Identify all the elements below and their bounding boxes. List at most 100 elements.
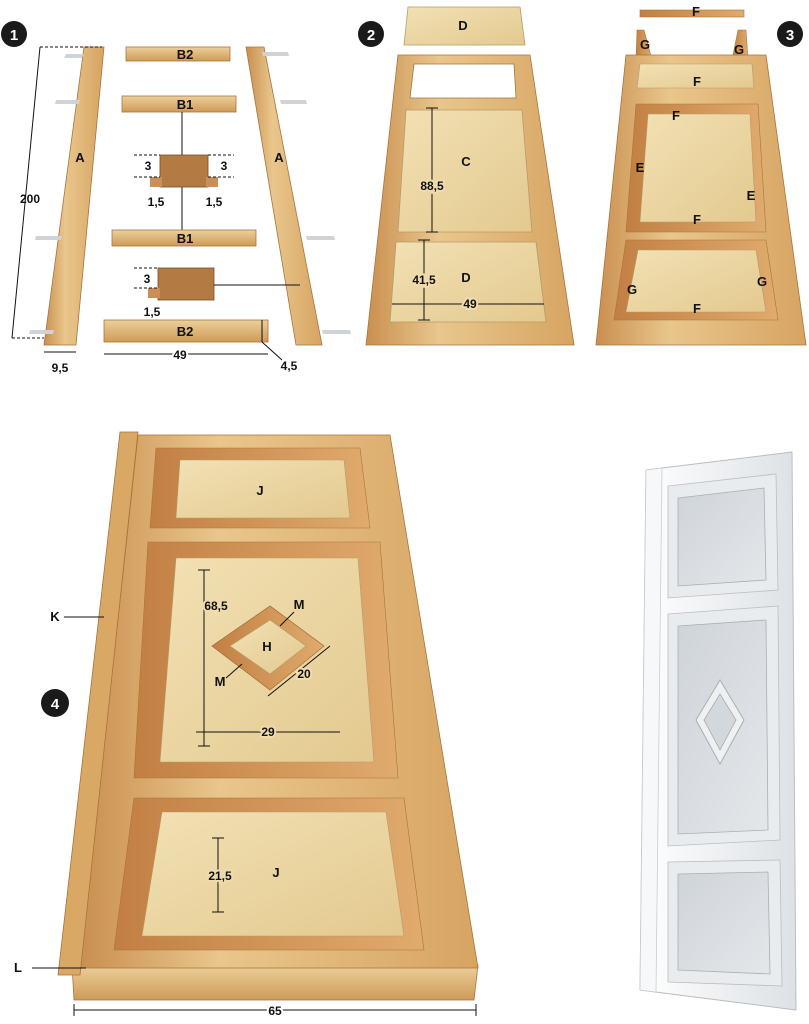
dim-d-height: 41,5 (412, 273, 436, 287)
step-badge-2 (358, 21, 384, 47)
label-m-top: M (294, 597, 305, 612)
step-number-1: 1 (10, 27, 18, 44)
panel-d-top (403, 6, 526, 46)
panel-d-bottom (389, 241, 547, 323)
label-d-bottom: D (461, 270, 470, 285)
label-e-left: E (636, 160, 645, 175)
dim-rail-length: 49 (173, 348, 187, 362)
label-b2-top: B2 (177, 47, 194, 62)
label-l: L (14, 960, 22, 975)
dowel (35, 236, 62, 240)
edge-strip-k (57, 431, 139, 976)
panel-middle-step-3 (639, 113, 757, 223)
label-g-lower-left: G (627, 282, 637, 297)
label-b2-bottom: B2 (177, 324, 194, 339)
step-badge-4 (41, 689, 69, 717)
label-f-panel-bottom: F (693, 212, 701, 227)
panel-top-step-3 (636, 63, 755, 89)
dim-rail-thick: 4,5 (281, 359, 298, 373)
step-4: 4 J H M M 20 68,5 29 J (14, 431, 479, 1020)
dim-height: 200 (20, 192, 40, 206)
dim-lip-right: 1,5 (206, 195, 223, 209)
white-panel-bottom (677, 871, 771, 975)
label-j-top: J (256, 483, 263, 498)
label-e-right: E (747, 188, 756, 203)
dowel (306, 236, 335, 240)
label-f-top: F (692, 4, 700, 19)
label-c: C (461, 154, 471, 169)
dim-tongue-depth: 3 (144, 272, 151, 286)
label-g-left: G (640, 37, 650, 52)
section-lip (150, 177, 162, 187)
rail-b2-top (125, 46, 231, 62)
base-board-l (71, 964, 479, 1001)
label-b1-bottom: B1 (177, 231, 194, 246)
dim-diamond: 20 (297, 667, 311, 681)
dim-line-diamond (267, 645, 331, 697)
leader-m-bottom (225, 663, 243, 679)
leader-m-top (279, 611, 295, 627)
label-g-lower-right: G (757, 274, 767, 289)
dim-tongue-lip: 1,5 (144, 305, 161, 319)
panel-j-bottom (141, 811, 405, 937)
label-h: H (262, 639, 271, 654)
dim-line-height (11, 46, 41, 339)
dowel (29, 330, 54, 334)
stile-a-left (43, 46, 105, 346)
dim-stile-width: 9,5 (52, 361, 69, 375)
rail-b1-top (121, 95, 237, 113)
label-f-panel-top: F (672, 108, 680, 123)
dim-width: 49 (463, 297, 477, 311)
step-3: 3 F G G F F E E F G G F (595, 4, 807, 346)
label-a-right: A (274, 150, 284, 165)
white-panel-top (677, 487, 767, 587)
panel-j-top (175, 459, 351, 519)
panel-c (397, 109, 533, 233)
dowel (322, 330, 351, 334)
section-lip (206, 177, 218, 187)
white-door-edge (639, 467, 663, 993)
rail-b1-bottom (111, 229, 257, 247)
stile-a-right (245, 46, 323, 346)
dowel (64, 54, 84, 58)
dim-c-height: 88,5 (420, 179, 444, 193)
step-badge-3 (777, 21, 803, 47)
label-f-upper: F (693, 74, 701, 89)
rail-section-tongued (157, 267, 215, 301)
step-number-2: 2 (367, 27, 375, 44)
dim-leader (261, 341, 283, 361)
dim-total-width: 65 (268, 1004, 282, 1018)
label-d-top: D (458, 18, 467, 33)
rail-section-grooved (159, 154, 209, 188)
dim-lip-left: 1,5 (148, 195, 165, 209)
label-g-right: G (734, 42, 744, 57)
label-m-bottom: M (215, 674, 226, 689)
rail-b2-bottom (103, 319, 269, 343)
dim-groove-left: 3 (145, 159, 152, 173)
molding-f-top (639, 9, 745, 18)
step-2: 2 D C D 88,5 41,5 49 (358, 6, 575, 346)
dim-groove-right: 3 (221, 159, 228, 173)
dowel (262, 52, 289, 56)
label-b1-top: B1 (177, 97, 194, 112)
dim-middle-height: 68,5 (204, 599, 228, 613)
dim-lower-height: 21,5 (208, 869, 232, 883)
finished-door (639, 451, 797, 1011)
label-a-left: A (75, 150, 85, 165)
white-diamond-panel (703, 693, 737, 751)
dim-middle-width: 29 (261, 725, 275, 739)
panel-lower-step-3 (625, 249, 767, 313)
dowel (280, 100, 307, 104)
dowel (55, 100, 80, 104)
top-opening (409, 63, 517, 99)
label-f-lower: F (693, 301, 701, 316)
step-number-4: 4 (51, 696, 60, 713)
section-tongue (148, 288, 160, 298)
diamond-panel-h (229, 619, 307, 675)
step-badge-1 (1, 21, 27, 47)
step-number-3: 3 (786, 27, 794, 44)
label-k: K (50, 609, 60, 624)
step-1: 1 A A B2 B1 3 3 1,5 1,5 B1 (1, 21, 351, 375)
